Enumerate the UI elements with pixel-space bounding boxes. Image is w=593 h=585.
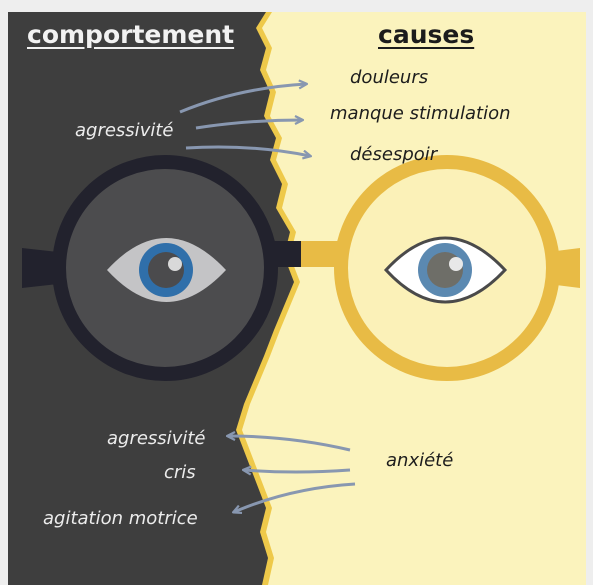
cause-label-desespoir: désespoir [350, 144, 437, 165]
behavior-label-agitation-motrice: agitation motrice [43, 508, 198, 529]
left-eye-highlight [168, 257, 182, 271]
dark-bridge [265, 241, 301, 267]
dark-temple-arm [22, 248, 58, 288]
behavior-label-cris: cris [164, 462, 196, 483]
causes-heading: causes [378, 20, 474, 49]
top-behavior-label: agressivité [75, 120, 173, 141]
cause-label-manque-stimulation: manque stimulation [330, 103, 511, 124]
behavior-label-agressivite: agressivité [107, 428, 205, 449]
right-eye-highlight [449, 257, 463, 271]
behavior-heading: comportement [27, 20, 234, 49]
gold-bridge [301, 241, 339, 267]
cause-label-douleurs: douleurs [350, 67, 428, 88]
gold-temple-arm [548, 248, 580, 288]
bottom-cause-label: anxiété [386, 450, 453, 471]
